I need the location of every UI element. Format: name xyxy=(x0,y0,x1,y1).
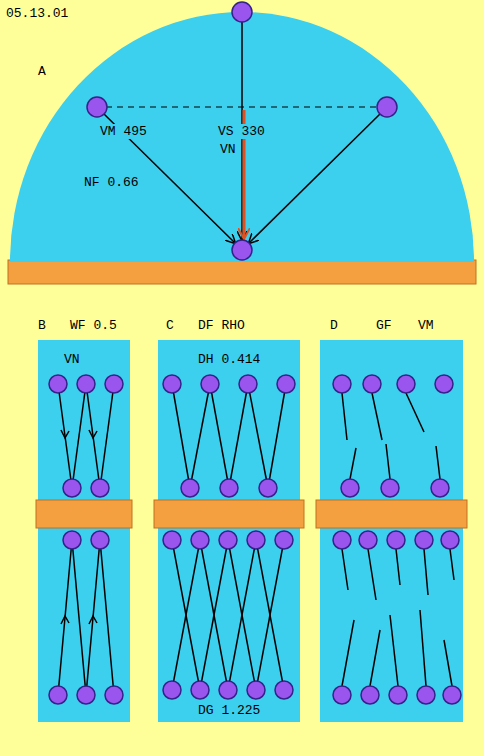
force-label: VS 330 xyxy=(216,124,267,139)
panel-box: DGFVM xyxy=(320,340,463,722)
panel-heading: DF RHO xyxy=(198,318,245,333)
figure-code: 05.13.01 xyxy=(6,6,68,21)
dome-shape xyxy=(10,12,474,262)
surface-bar xyxy=(36,500,132,528)
molecule xyxy=(87,2,397,260)
panel-heading: WF 0.5 xyxy=(70,318,117,333)
panel-heading: GF xyxy=(376,318,392,333)
panel-box: CDF RHODH 0.414DG 1.225 xyxy=(158,340,300,722)
molecule xyxy=(163,375,295,699)
surface-bar xyxy=(316,500,467,528)
force-label: VM 495 xyxy=(98,124,149,139)
panel-letter: B xyxy=(38,318,46,333)
bond-lines xyxy=(172,384,286,690)
force-label: VN xyxy=(218,142,238,157)
bond-lines xyxy=(58,384,114,695)
broken-bonds xyxy=(342,393,454,686)
panel-letter: C xyxy=(166,318,174,333)
panel-illustration xyxy=(158,340,300,722)
panel-illustration xyxy=(38,340,130,722)
value-label: DH 0.414 xyxy=(198,352,260,367)
panel-box: BWF 0.5VN xyxy=(38,340,130,722)
molecule xyxy=(49,375,123,704)
force-label: NF 0.66 xyxy=(82,175,141,190)
panel-letter: A xyxy=(38,64,46,79)
panel-illustration xyxy=(320,340,463,722)
panel-letter: D xyxy=(330,318,338,333)
surface-bar xyxy=(8,260,476,284)
surface-bar xyxy=(154,500,304,528)
panel-heading: VM xyxy=(418,318,434,333)
value-label: DG 1.225 xyxy=(198,703,260,718)
force-label: VN xyxy=(64,352,80,367)
dome-region: A VM 495 VS 330VN NF 0.66 xyxy=(10,0,474,262)
molecule xyxy=(333,375,461,704)
